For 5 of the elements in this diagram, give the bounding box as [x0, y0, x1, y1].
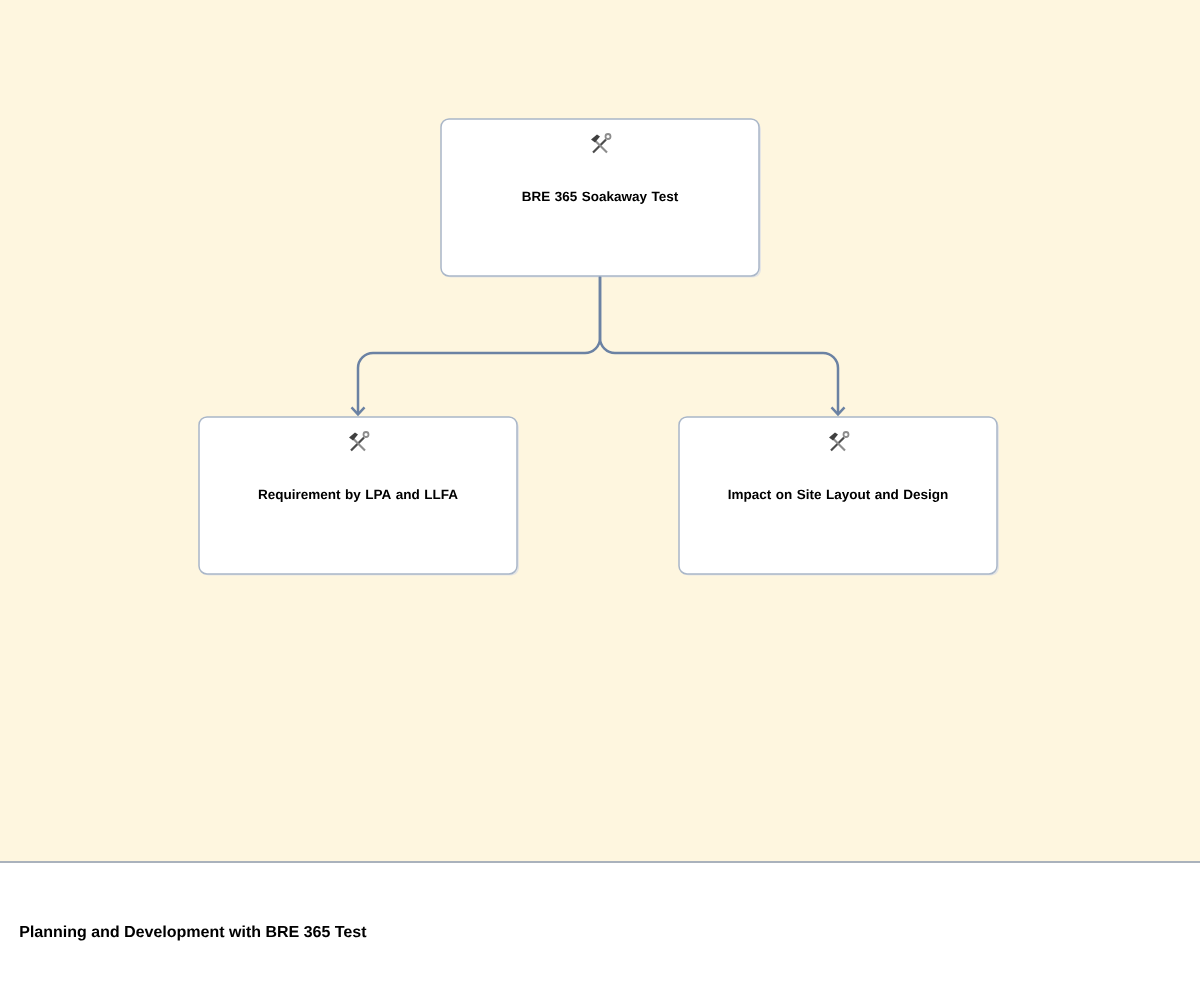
process-box: Impact on Site Layout and Design [678, 416, 999, 576]
process-box: Requirement by LPA and LLFA [198, 416, 519, 576]
arrow [598, 276, 846, 417]
process-box: BRE 365 Soakaway Test [440, 118, 761, 278]
caption: Planning and Development with BRE 365 Test [20, 925, 367, 941]
